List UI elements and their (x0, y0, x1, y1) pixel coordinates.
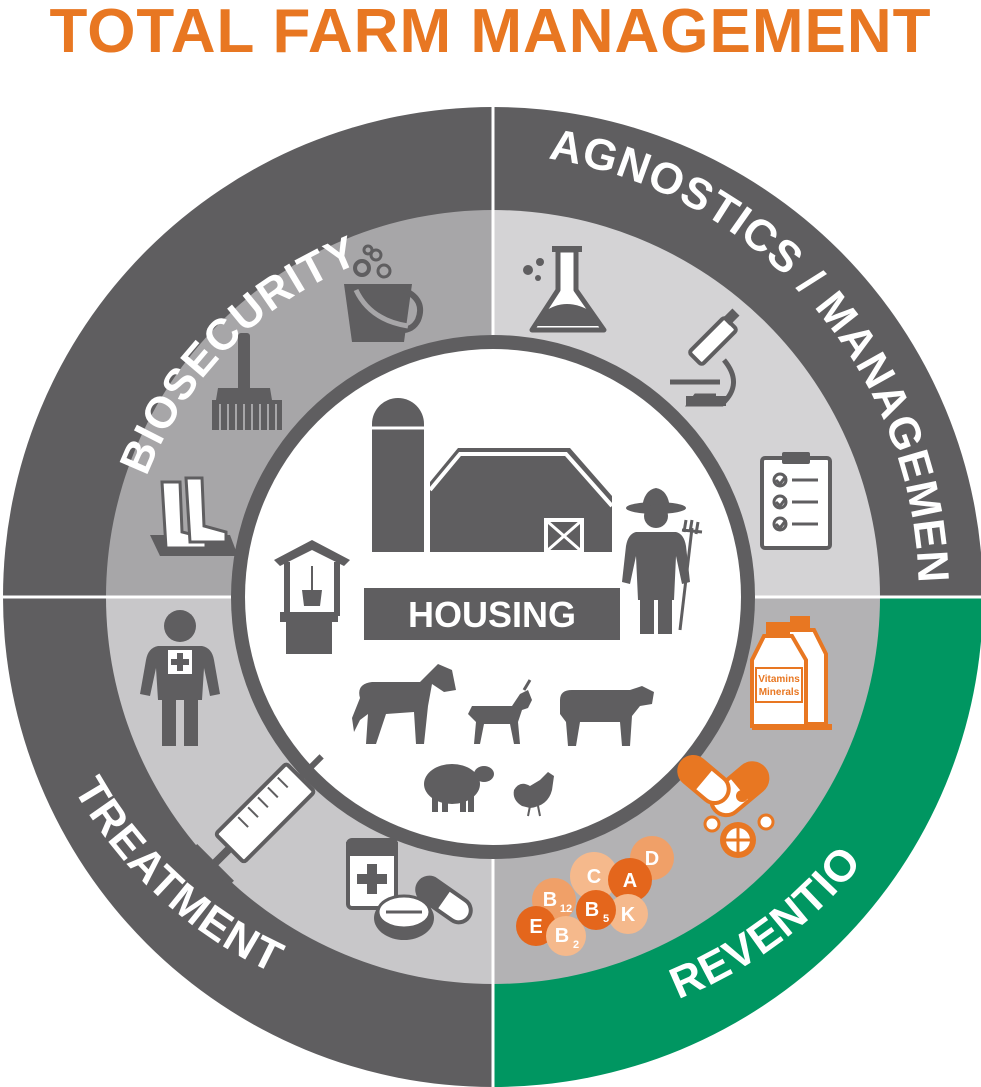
vitamin-e-label: E (529, 916, 542, 938)
clipboard-checklist-icon (760, 452, 832, 550)
barn-icon (428, 448, 614, 552)
chicken-icon (513, 772, 554, 817)
vitamin-a-bubble (608, 858, 652, 902)
bottle-label-minerals: Minerals (759, 687, 800, 698)
water-well-icon (274, 540, 350, 654)
cow-icon (560, 686, 654, 746)
silo-icon (372, 398, 424, 552)
vitamin-c-label: C (587, 866, 601, 888)
bucket-icon (344, 244, 424, 342)
horse-icon (352, 664, 456, 744)
housing-label: HOUSING (408, 594, 576, 635)
farmer-icon (622, 488, 703, 634)
vitamin-a-label: A (623, 870, 637, 892)
vitamin-b5-subscript: 5 (603, 913, 609, 925)
capsules-and-citrus-icon (677, 755, 775, 858)
medicine-bottle-and-pills-icon (346, 838, 473, 940)
vitamin-b5-bubble (576, 890, 616, 930)
sheep-icon (424, 764, 494, 812)
bottle-label-vitamins: Vitamins (758, 674, 800, 685)
flask-icon (523, 246, 607, 333)
vitamin-b2-bubble (546, 916, 586, 956)
vitamin-b12-subscript: 12 (560, 903, 572, 915)
microscope-icon (670, 308, 740, 407)
vitamin-bubbles-icon: D C A B 12 K B 5 E B 2 (516, 836, 674, 956)
vitamin-bottles-icon: Vitamins Minerals (750, 616, 832, 730)
vitamin-d-label: D (645, 848, 659, 870)
vitamin-b12-label: B (543, 889, 557, 911)
vitamin-k-bubble (608, 894, 648, 934)
syringe-icon (191, 754, 324, 887)
vitamin-c-bubble (570, 852, 618, 900)
housing-banner (364, 588, 620, 640)
medic-person-icon (140, 610, 220, 746)
boots-on-mat-icon (150, 476, 238, 556)
goat-icon (468, 679, 532, 744)
broom-icon (212, 333, 282, 430)
vitamin-b2-label: B (555, 925, 569, 947)
vitamin-k-label: K (621, 904, 636, 926)
vitamin-b5-label: B (585, 899, 599, 921)
page-title: TOTAL FARM MANAGEMENT (49, 0, 932, 66)
vitamin-b2-subscript: 2 (573, 939, 579, 951)
